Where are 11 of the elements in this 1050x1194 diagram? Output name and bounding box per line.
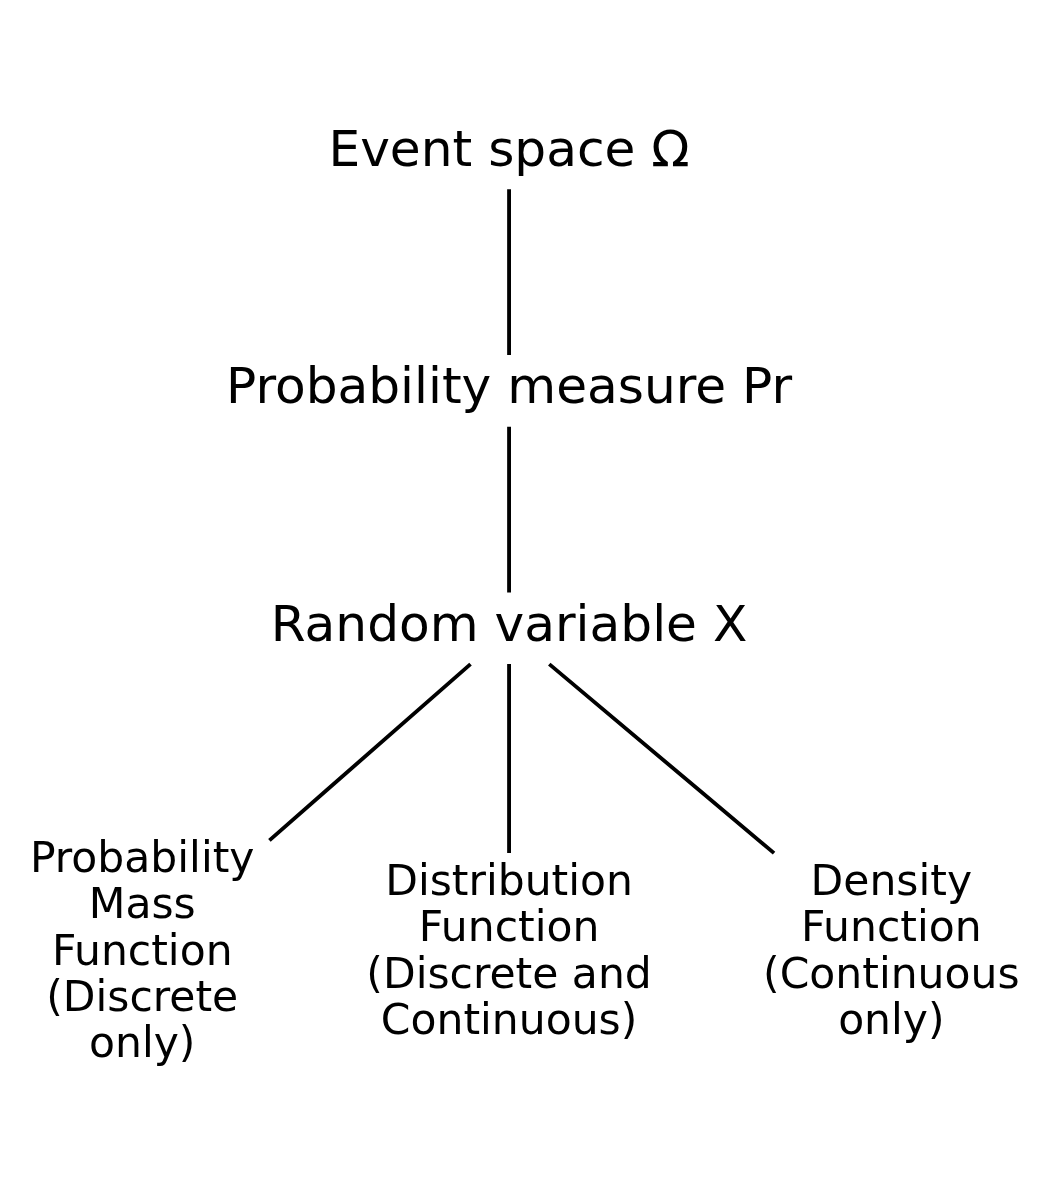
connector	[507, 188, 511, 355]
node-text: Event space Ω	[328, 118, 690, 178]
connector	[507, 426, 511, 592]
node-text: Distribution Function (Discrete and Continuous)	[366, 855, 652, 1044]
connector	[548, 662, 776, 855]
node-text: Random variable X	[270, 593, 748, 653]
node-text: Probability measure Pr	[226, 355, 793, 415]
node-text: Density Function (Continuous only)	[763, 855, 1020, 1044]
connector	[268, 662, 472, 842]
node-text: Probability Mass Function (Discrete only)	[29, 832, 255, 1067]
connector	[507, 663, 511, 853]
